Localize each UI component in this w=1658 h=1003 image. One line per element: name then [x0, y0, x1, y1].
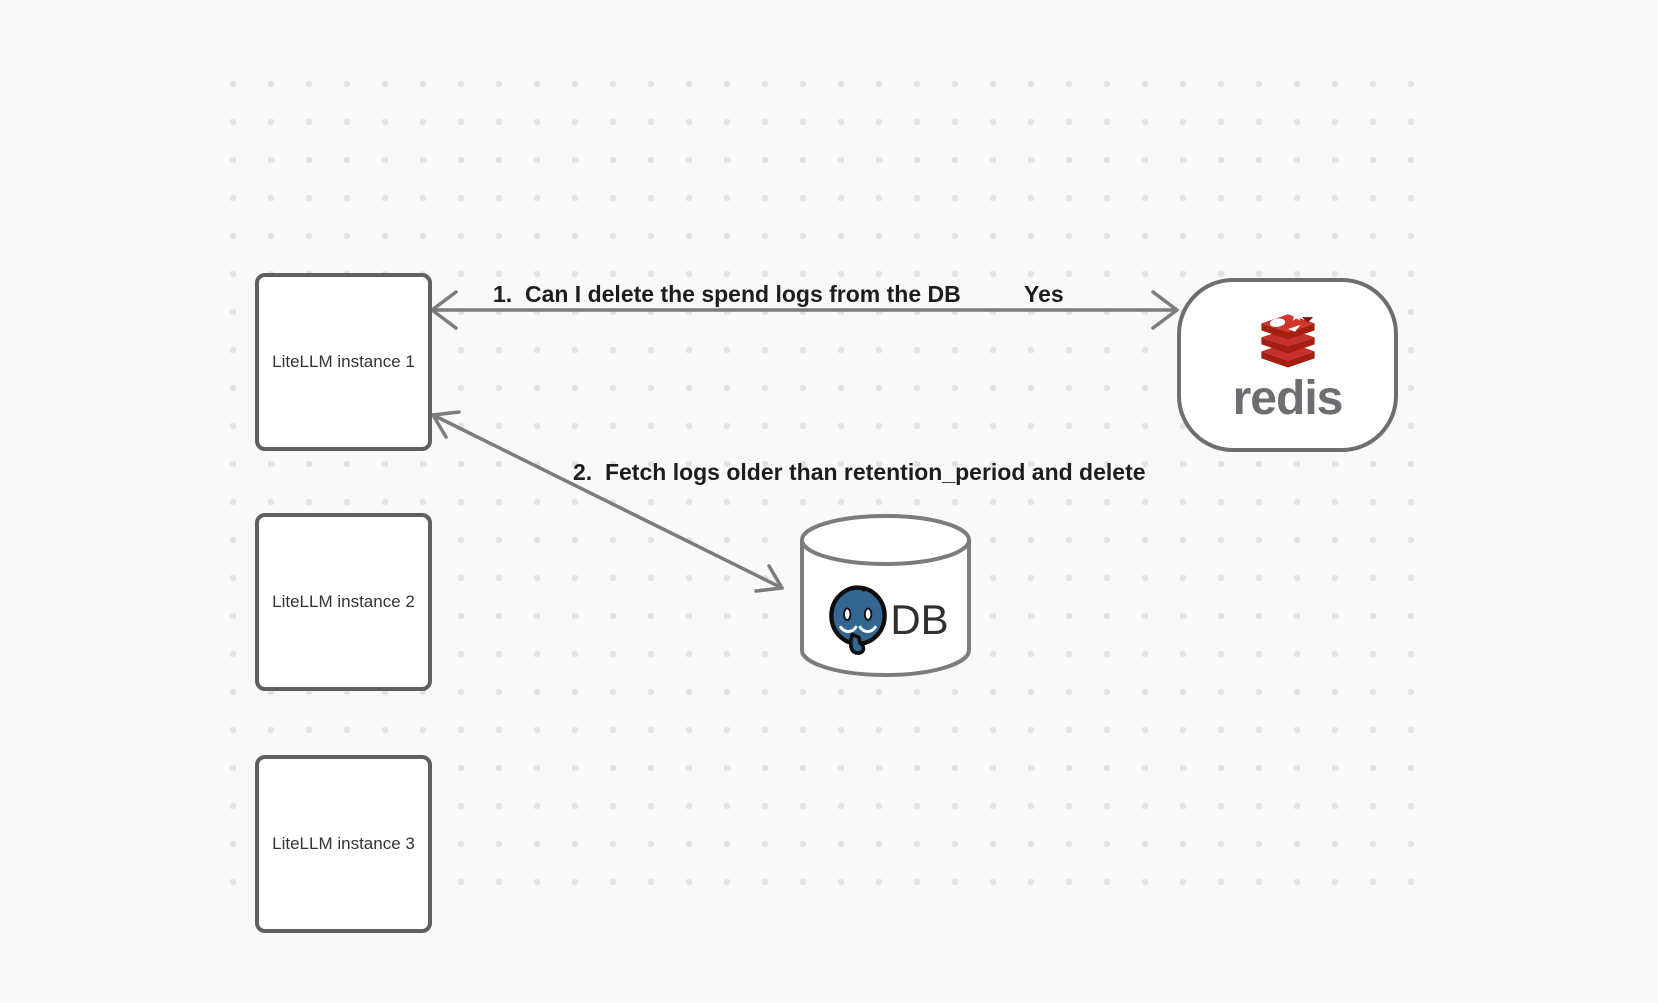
redis-wordmark: redis [1232, 372, 1344, 425]
edge2-label[interactable]: 2. Fetch logs older than retention_perio… [573, 459, 1146, 485]
node-label: LiteLLM instance 3 [272, 834, 415, 853]
redis-logo-icon [1260, 309, 1315, 368]
node-db[interactable]: DB [798, 513, 973, 677]
node-redis[interactable]: redis [1177, 278, 1398, 452]
node-litellm-instance-3[interactable]: LiteLLM instance 3 [255, 755, 432, 933]
node-label: LiteLLM instance 1 [272, 352, 415, 371]
node-litellm-instance-1[interactable]: LiteLLM instance 1 [255, 273, 432, 451]
postgresql-logo-icon [829, 585, 888, 655]
edge1-label[interactable]: 1. Can I delete the spend logs from the … [493, 281, 961, 307]
edge1-response-label[interactable]: Yes [1024, 281, 1064, 307]
db-label: DB [890, 596, 949, 643]
node-litellm-instance-2[interactable]: LiteLLM instance 2 [255, 513, 432, 691]
node-label: LiteLLM instance 2 [272, 592, 415, 611]
